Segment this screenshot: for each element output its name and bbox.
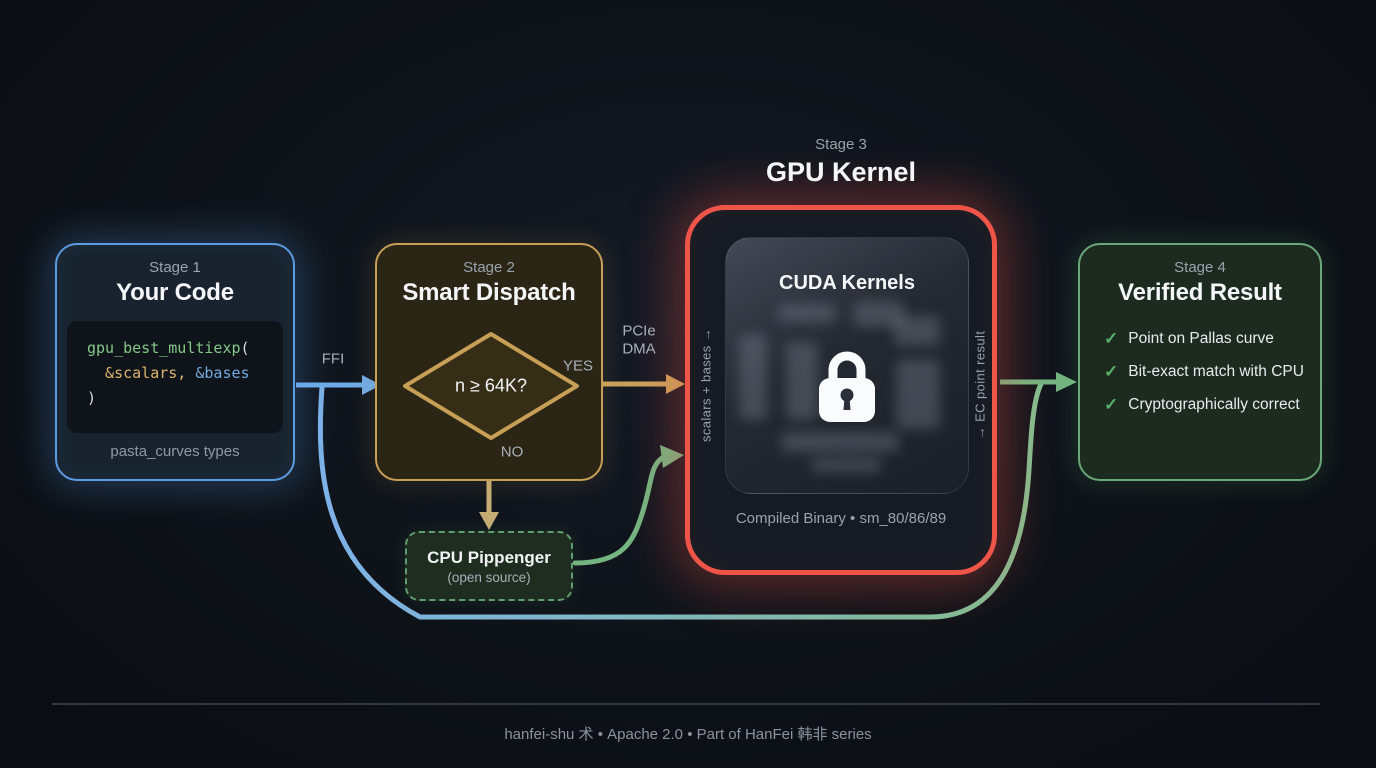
code-arg-bases: &bases bbox=[186, 364, 250, 382]
code-function-name: gpu_best_multiexp bbox=[87, 339, 241, 357]
blurred-content-blob bbox=[894, 316, 940, 346]
stage3-caption: Compiled Binary • sm_80/86/89 bbox=[735, 510, 947, 527]
check-item: ✓ Point on Pallas curve bbox=[1104, 329, 1320, 349]
check-icon: ✓ bbox=[1104, 395, 1119, 414]
check-item-label: Point on Pallas curve bbox=[1128, 330, 1274, 347]
blurred-content-blob bbox=[896, 359, 940, 429]
stage3-title: GPU Kernel bbox=[765, 157, 917, 187]
cuda-kernels-panel: CUDA Kernels bbox=[725, 237, 969, 494]
cuda-kernels-title: CUDA Kernels bbox=[779, 272, 915, 294]
check-item-label: Bit-exact match with CPU bbox=[1128, 363, 1304, 380]
blurred-content-blob bbox=[786, 342, 818, 420]
stage2-smart-dispatch-box: Stage 2 Smart Dispatch n ≥ 64K? bbox=[375, 243, 603, 481]
blurred-content-blob bbox=[854, 301, 904, 327]
stage4-title: Verified Result bbox=[1118, 279, 1282, 306]
cpu-pippenger-subtitle: (open source) bbox=[447, 569, 531, 585]
pcie-label-line2: DMA bbox=[622, 340, 656, 358]
stage3-label: Stage 3 bbox=[815, 136, 867, 153]
footer-divider bbox=[52, 703, 1320, 705]
cpu-pippenger-title: CPU Pippenger bbox=[427, 547, 551, 567]
bypass-edge bbox=[317, 381, 1044, 620]
stage1-label: Stage 1 bbox=[149, 259, 201, 276]
pcie-label-line1: PCIe bbox=[622, 322, 656, 340]
stage3-gpu-kernel-box: CUDA Kernels Compiled Binary • sm_80/86/… bbox=[685, 205, 997, 575]
stage3-output-vertical-label: → EC point result bbox=[972, 330, 988, 440]
check-icon: ✓ bbox=[1104, 329, 1119, 348]
blurred-content-blob bbox=[778, 304, 836, 322]
check-item: ✓ Cryptographically correct bbox=[1104, 395, 1320, 415]
verification-checklist: ✓ Point on Pallas curve ✓ Bit-exact matc… bbox=[1080, 329, 1320, 415]
blurred-content-blob bbox=[781, 432, 899, 452]
yes-edge-label: YES bbox=[562, 357, 594, 375]
stage4-verified-result-box: Stage 4 Verified Result ✓ Point on Palla… bbox=[1078, 243, 1322, 481]
yes-arrowhead-icon bbox=[666, 374, 685, 394]
stage1-caption: pasta_curves types bbox=[110, 443, 240, 460]
cpu-pippenger-box: CPU Pippenger (open source) bbox=[405, 531, 573, 601]
ffi-edge-label: FFI bbox=[321, 350, 345, 368]
blurred-content-blob bbox=[811, 458, 881, 472]
check-icon: ✓ bbox=[1104, 362, 1119, 381]
ffi-arrowhead-icon bbox=[362, 375, 381, 395]
check-item-label: Cryptographically correct bbox=[1128, 396, 1300, 413]
stage2-title: Smart Dispatch bbox=[402, 279, 576, 306]
stage3-input-vertical-label: scalars + bases → bbox=[698, 327, 714, 443]
code-arg-scalars: &scalars, bbox=[87, 364, 187, 382]
stage2-label: Stage 2 bbox=[463, 259, 515, 276]
no-edge-label: NO bbox=[500, 443, 524, 461]
lock-icon bbox=[815, 348, 879, 429]
no-arrowhead-icon bbox=[479, 512, 499, 530]
decision-diamond bbox=[403, 332, 579, 440]
code-snippet: gpu_best_multiexp( &scalars, &bases ) bbox=[67, 321, 283, 433]
stage1-title: Your Code bbox=[116, 279, 234, 306]
footer-credit: hanfei-shu 术 • Apache 2.0 • Part of HanF… bbox=[504, 726, 872, 743]
code-close-paren: ) bbox=[87, 389, 97, 407]
stage4-label: Stage 4 bbox=[1174, 259, 1226, 276]
gpu-to-result-arrowhead-icon bbox=[1056, 372, 1077, 392]
decision-condition: n ≥ 64K? bbox=[455, 375, 527, 396]
cpu-to-gpu-arrowhead-icon bbox=[660, 445, 684, 468]
check-item: ✓ Bit-exact match with CPU bbox=[1104, 362, 1320, 382]
blurred-content-blob bbox=[739, 334, 767, 420]
stage1-your-code-box: Stage 1 Your Code gpu_best_multiexp( &sc… bbox=[55, 243, 295, 481]
code-open-paren: ( bbox=[240, 339, 250, 357]
cpu-to-gpu-edge bbox=[572, 455, 665, 566]
